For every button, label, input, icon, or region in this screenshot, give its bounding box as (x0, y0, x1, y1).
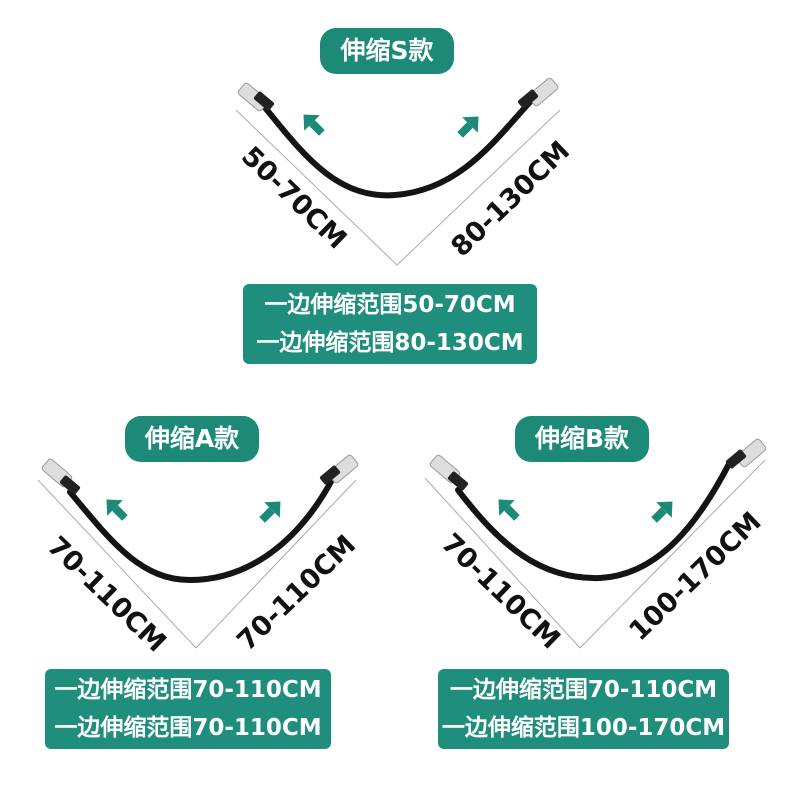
model-s-left-flange-icon (237, 82, 275, 112)
model-b-shower-rod (455, 459, 733, 582)
model-a-right-arrow-icon (259, 501, 281, 523)
model-s-left-arrow-icon (303, 114, 325, 136)
model-s-range-line-2: 一边伸缩范围80-130CM (256, 330, 524, 356)
model-a-shower-rod (67, 475, 336, 584)
model-a-left-arrow-icon (106, 499, 128, 521)
model-s-right-flange-icon (517, 77, 559, 109)
model-b-title: 伸缩B款 (515, 416, 649, 462)
model-a-title: 伸缩A款 (125, 416, 259, 462)
model-s-title: 伸缩S款 (320, 28, 454, 74)
model-s-range-box: 一边伸缩范围50-70CM 一边伸缩范围80-130CM (243, 284, 537, 364)
model-a-right-flange-icon (319, 454, 359, 485)
model-b-right-range: 100-170CM (623, 506, 767, 647)
model-a-range-line-2: 一边伸缩范围70-110CM (54, 715, 322, 741)
model-s-shower-rod (259, 99, 533, 199)
model-b-range-line-1: 一边伸缩范围70-110CM (449, 677, 718, 703)
model-a-range-line-1: 一边伸缩范围70-110CM (54, 677, 322, 703)
model-b-range-line-2: 一边伸缩范围100-170CM (441, 715, 726, 741)
model-b-range-box: 一边伸缩范围70-110CM 一边伸缩范围100-170CM (438, 669, 729, 749)
model-s-range-line-1: 一边伸缩范围50-70CM (264, 292, 516, 318)
model-s-dimension-lines (235, 109, 561, 266)
model-s-right-arrow-icon (457, 116, 479, 138)
model-b-left-flange-icon (429, 454, 469, 491)
model-b-right-arrow-icon (651, 501, 673, 523)
model-a-left-flange-icon (41, 458, 81, 495)
model-b-right-flange-icon (725, 438, 767, 469)
model-b-left-range: 70-110CM (435, 528, 566, 656)
model-a-dimension-lines (37, 479, 357, 649)
model-b-left-arrow-icon (498, 499, 520, 521)
model-b-dimension-lines (424, 459, 766, 649)
model-a-range-box: 一边伸缩范围70-110CM 一边伸缩范围70-110CM (45, 669, 331, 749)
